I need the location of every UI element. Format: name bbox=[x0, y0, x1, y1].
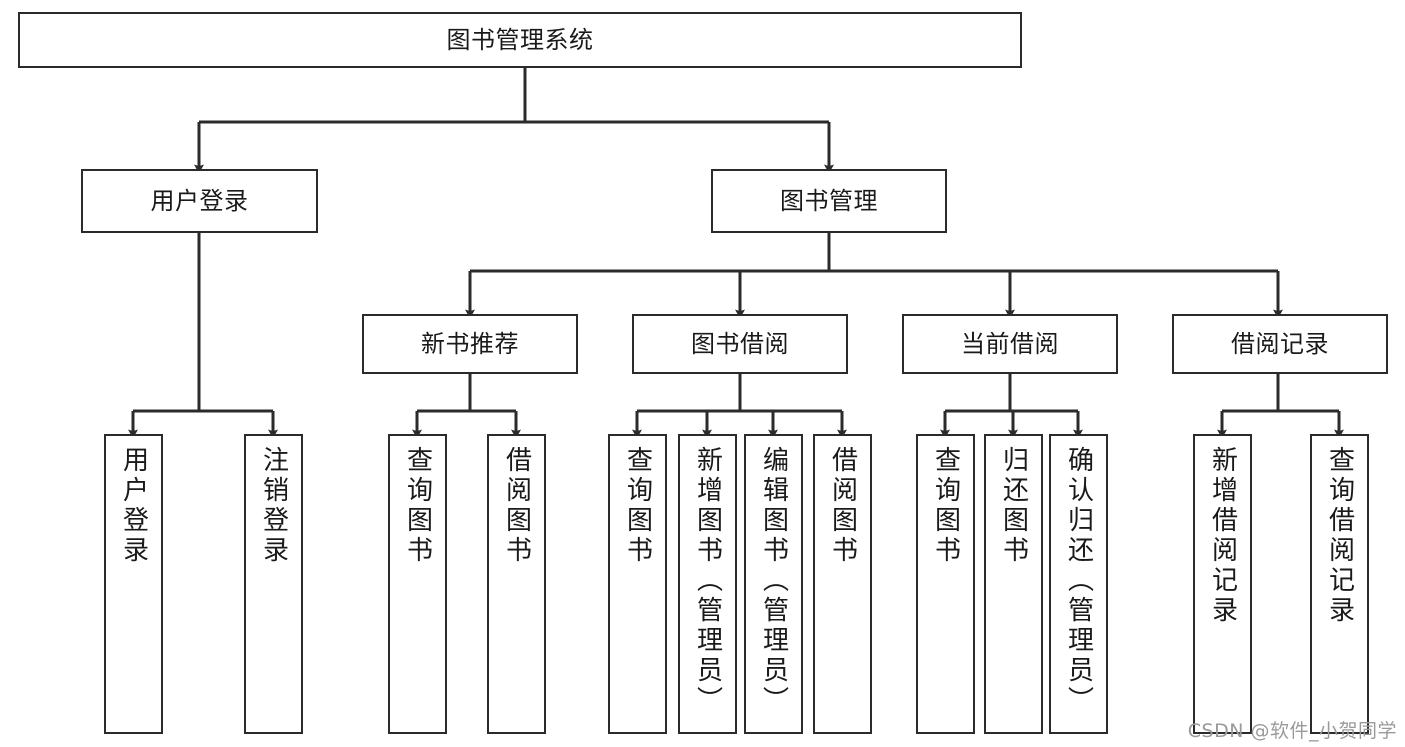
level2-node-2-label: 图书管理 bbox=[780, 186, 878, 215]
leaf-node-7[interactable]: 编辑图书（管理员） bbox=[744, 434, 803, 734]
leaf-node-9[interactable]: 查询图书 bbox=[916, 434, 975, 734]
leaf-node-2-label: 注销登录 bbox=[258, 446, 289, 566]
level3-node-4[interactable]: 借阅记录 bbox=[1172, 314, 1388, 374]
leaf-node-3-label: 查询图书 bbox=[402, 446, 433, 566]
leaf-node-4[interactable]: 借阅图书 bbox=[487, 434, 546, 734]
leaf-node-11[interactable]: 确认归还（管理员） bbox=[1049, 434, 1108, 734]
level3-node-2-label: 图书借阅 bbox=[691, 329, 789, 358]
leaf-node-1-label: 用户登录 bbox=[118, 446, 149, 566]
leaf-node-11-label: 确认归还（管理员） bbox=[1063, 446, 1094, 716]
level2-node-1[interactable]: 用户登录 bbox=[81, 169, 318, 233]
level3-node-4-label: 借阅记录 bbox=[1231, 329, 1329, 358]
leaf-node-9-label: 查询图书 bbox=[930, 446, 961, 566]
level3-node-3-label: 当前借阅 bbox=[961, 329, 1059, 358]
leaf-node-1[interactable]: 用户登录 bbox=[104, 434, 163, 734]
leaf-node-10[interactable]: 归还图书 bbox=[984, 434, 1043, 734]
leaf-node-6[interactable]: 新增图书（管理员） bbox=[678, 434, 737, 734]
leaf-node-8[interactable]: 借阅图书 bbox=[813, 434, 872, 734]
leaf-node-8-label: 借阅图书 bbox=[827, 446, 858, 566]
leaf-node-12-label: 新增借阅记录 bbox=[1207, 446, 1238, 626]
leaf-node-7-label: 编辑图书（管理员） bbox=[758, 446, 789, 716]
leaf-node-4-label: 借阅图书 bbox=[501, 446, 532, 566]
level3-node-3[interactable]: 当前借阅 bbox=[902, 314, 1118, 374]
leaf-node-2[interactable]: 注销登录 bbox=[244, 434, 303, 734]
level3-node-1-label: 新书推荐 bbox=[421, 329, 519, 358]
leaf-node-12[interactable]: 新增借阅记录 bbox=[1193, 434, 1252, 734]
leaf-node-13[interactable]: 查询借阅记录 bbox=[1310, 434, 1369, 734]
root-node-label: 图书管理系统 bbox=[446, 25, 594, 54]
leaf-node-13-label: 查询借阅记录 bbox=[1324, 446, 1355, 626]
level3-node-2[interactable]: 图书借阅 bbox=[632, 314, 848, 374]
root-node[interactable]: 图书管理系统 bbox=[18, 12, 1022, 68]
level2-node-2[interactable]: 图书管理 bbox=[711, 169, 947, 233]
level2-node-1-label: 用户登录 bbox=[150, 186, 249, 215]
leaf-node-5[interactable]: 查询图书 bbox=[608, 434, 667, 734]
level3-node-1[interactable]: 新书推荐 bbox=[362, 314, 578, 374]
leaf-node-5-label: 查询图书 bbox=[622, 446, 653, 566]
leaf-node-3[interactable]: 查询图书 bbox=[388, 434, 447, 734]
leaf-node-10-label: 归还图书 bbox=[998, 446, 1029, 566]
leaf-node-6-label: 新增图书（管理员） bbox=[692, 446, 723, 716]
